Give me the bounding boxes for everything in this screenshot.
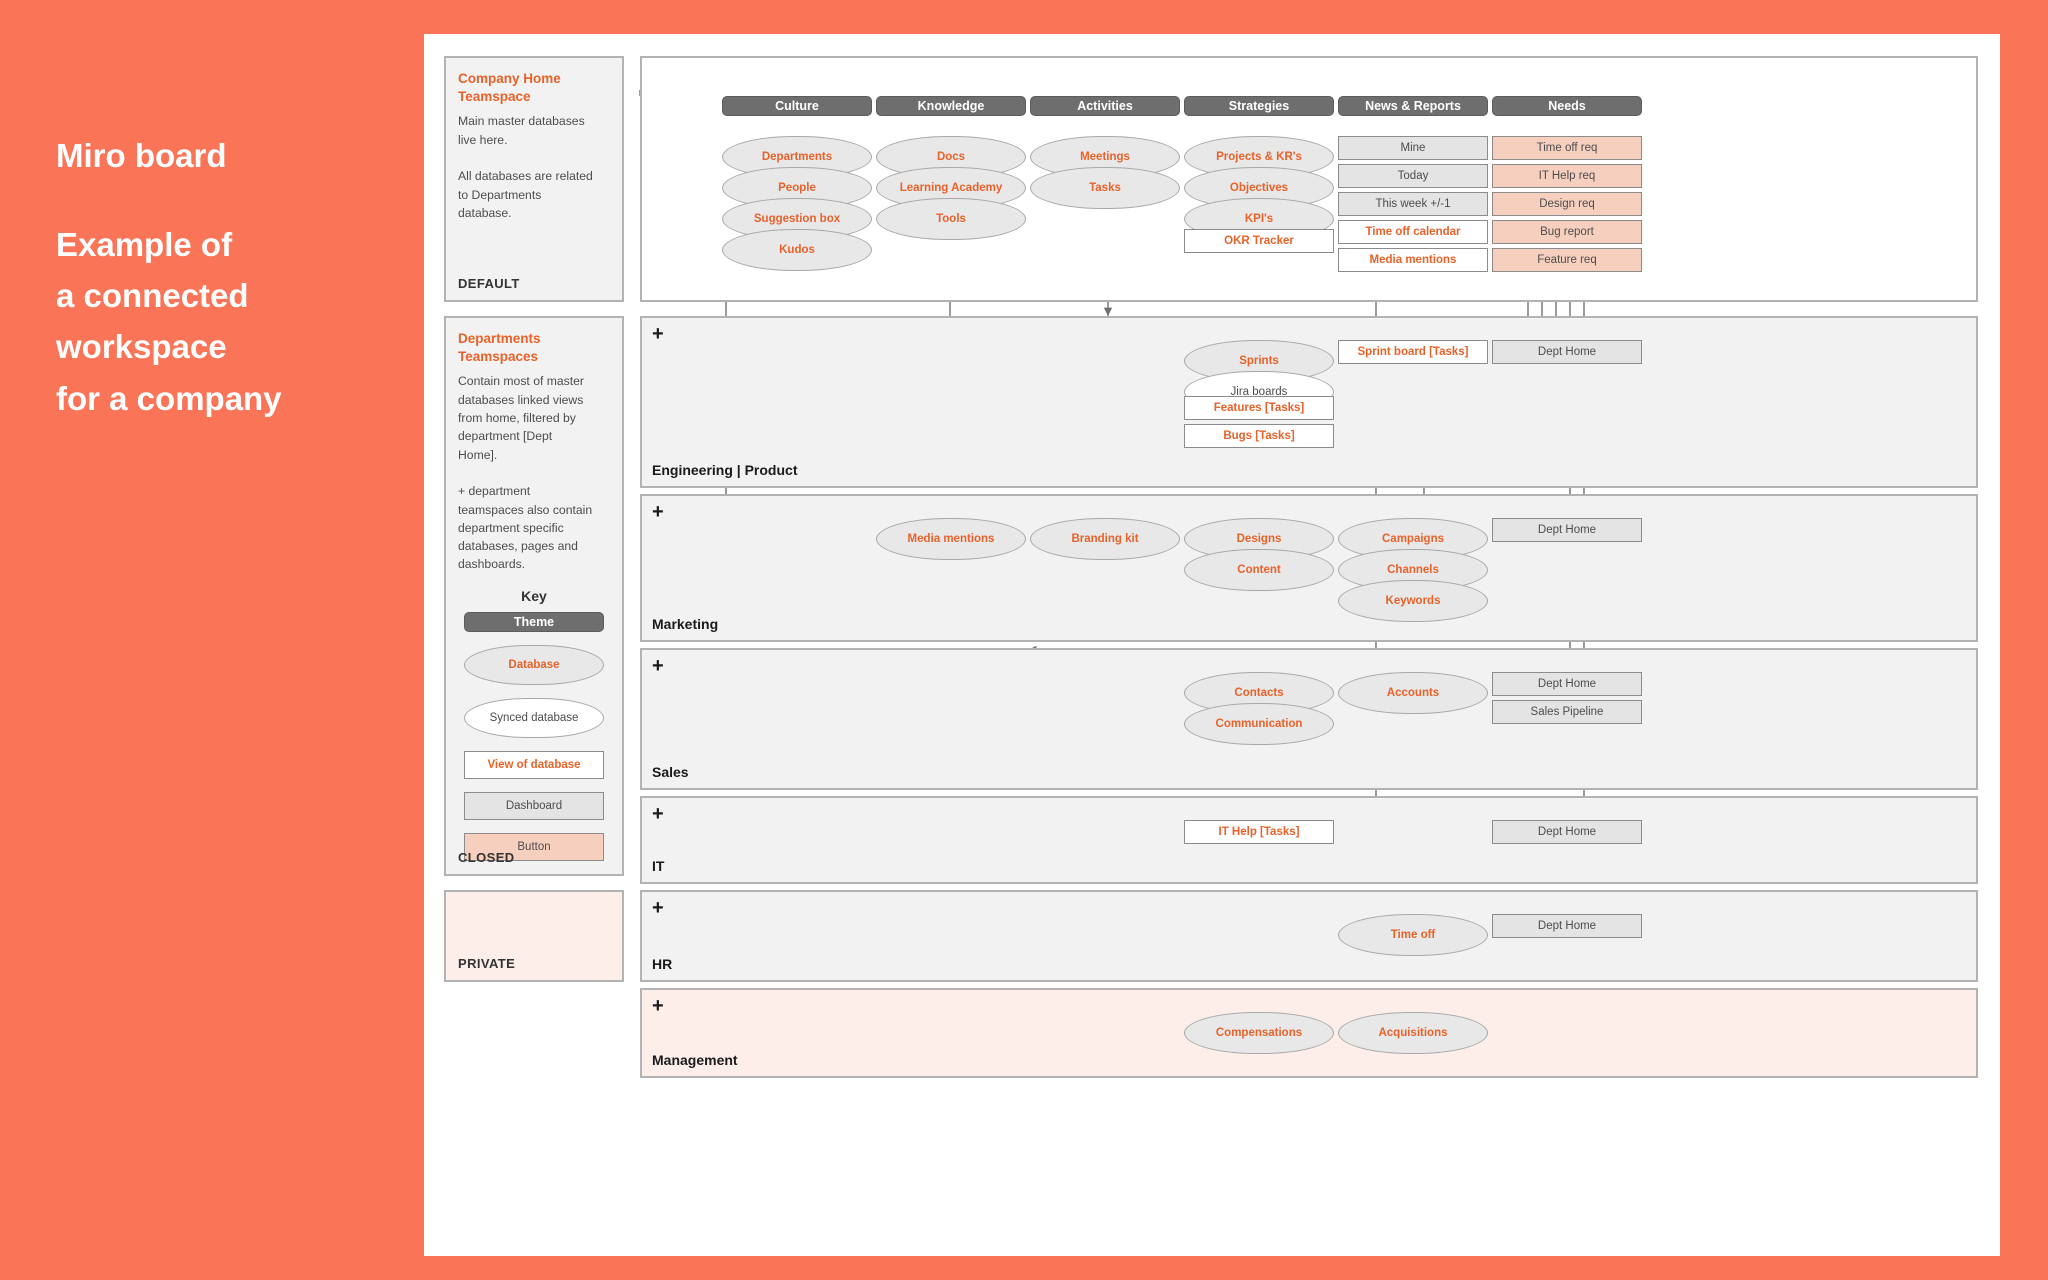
theme-header-3[interactable]: Strategies [1184, 96, 1334, 116]
department-row-label: IT [652, 858, 665, 874]
dept-node-keywords[interactable]: Keywords [1338, 580, 1488, 622]
home-node-tools[interactable]: Tools [876, 198, 1026, 240]
home-node-bug-report[interactable]: Bug report [1492, 220, 1642, 244]
dept-node-time-off[interactable]: Time off [1338, 914, 1488, 956]
key-title: Key [521, 587, 547, 604]
sidebar-card-private: PRIVATE [444, 890, 624, 982]
key-row: View of database [460, 750, 608, 779]
headline-line-2: Example of [56, 226, 233, 264]
home-node-media-mentions[interactable]: Media mentions [1338, 248, 1488, 272]
home-node-this-week-1[interactable]: This week +/-1 [1338, 192, 1488, 216]
dept-node-sprint-board-tasks-[interactable]: Sprint board [Tasks] [1338, 340, 1488, 364]
sidebar-card-title: Departments Teamspaces [458, 331, 541, 365]
department-row-label: Marketing [652, 616, 719, 632]
add-page-button[interactable]: + [652, 501, 664, 523]
headline-spacer [56, 181, 416, 219]
dept-node-communication[interactable]: Communication [1184, 703, 1334, 745]
home-node-okr-tracker[interactable]: OKR Tracker [1184, 229, 1334, 253]
add-page-button[interactable]: + [652, 897, 664, 919]
department-row-label: Management [652, 1052, 738, 1068]
key-swatch-view: View of database [464, 750, 604, 779]
key-swatch-db-synced: Synced database [464, 697, 604, 738]
add-page-button[interactable]: + [652, 995, 664, 1017]
home-node-time-off-req[interactable]: Time off req [1492, 136, 1642, 160]
department-row-it: + IT IT Help [Tasks] Dept Home [640, 796, 1978, 884]
add-page-button[interactable]: + [652, 655, 664, 677]
headline-line-0: Miro board [56, 137, 227, 174]
department-row-label: Sales [652, 764, 689, 780]
dept-node-dept-home[interactable]: Dept Home [1492, 340, 1642, 364]
home-node-today[interactable]: Today [1338, 164, 1488, 188]
dept-node-compensations[interactable]: Compensations [1184, 1012, 1334, 1054]
theme-header-0[interactable]: Culture [722, 96, 872, 116]
sidebar-card-tag: PRIVATE [458, 956, 516, 971]
sidebar-card-tag: CLOSED [458, 850, 515, 865]
theme-header-5[interactable]: Needs [1492, 96, 1642, 116]
sidebar-card-body: Contain most of master databases linked … [458, 374, 593, 572]
department-row-label: Engineering | Product [652, 462, 798, 478]
sidebar-card-title: Company Home Teamspace [458, 71, 561, 105]
dept-node-dept-home[interactable]: Dept Home [1492, 914, 1642, 938]
dept-node-acquisitions[interactable]: Acquisitions [1338, 1012, 1488, 1054]
key-row: Button [460, 832, 608, 861]
dept-node-bugs-tasks-[interactable]: Bugs [Tasks] [1184, 424, 1334, 448]
add-page-button[interactable]: + [652, 803, 664, 825]
headline-line-3: a connected [56, 277, 249, 315]
dept-node-features-tasks-[interactable]: Features [Tasks] [1184, 396, 1334, 420]
home-node-feature-req[interactable]: Feature req [1492, 248, 1642, 272]
theme-header-4[interactable]: News & Reports [1338, 96, 1488, 116]
headline-line-4: workspace [56, 328, 227, 366]
theme-header-2[interactable]: Activities [1030, 96, 1180, 116]
dept-node-media-mentions[interactable]: Media mentions [876, 518, 1026, 560]
home-node-kudos[interactable]: Kudos [722, 229, 872, 271]
add-page-button[interactable]: + [652, 323, 664, 345]
theme-header-1[interactable]: Knowledge [876, 96, 1026, 116]
dept-node-branding-kit[interactable]: Branding kit [1030, 518, 1180, 560]
key-swatch-dash: Dashboard [464, 791, 604, 820]
headline-line-5: for a company [56, 379, 282, 417]
key-swatch-btn: Button [464, 832, 604, 861]
key-swatch-theme: Theme [464, 611, 604, 632]
home-node-time-off-calendar[interactable]: Time off calendar [1338, 220, 1488, 244]
dept-node-it-help-tasks-[interactable]: IT Help [Tasks] [1184, 820, 1334, 844]
key-row: Theme [460, 611, 608, 632]
dept-node-dept-home[interactable]: Dept Home [1492, 518, 1642, 542]
dept-node-dept-home[interactable]: Dept Home [1492, 820, 1642, 844]
dept-node-content[interactable]: Content [1184, 549, 1334, 591]
key-row: Dashboard [460, 791, 608, 820]
key-swatch-db: Database [464, 644, 604, 685]
dept-node-sales-pipeline[interactable]: Sales Pipeline [1492, 700, 1642, 724]
dept-node-accounts[interactable]: Accounts [1338, 672, 1488, 714]
department-row-label: HR [652, 956, 673, 972]
home-node-design-req[interactable]: Design req [1492, 192, 1642, 216]
home-node-tasks[interactable]: Tasks [1030, 167, 1180, 209]
home-node-it-help-req[interactable]: IT Help req [1492, 164, 1642, 188]
sidebar-card-tag: DEFAULT [458, 276, 520, 291]
dept-node-dept-home[interactable]: Dept Home [1492, 672, 1642, 696]
key-row: Database [460, 644, 608, 685]
home-node-mine[interactable]: Mine [1338, 136, 1488, 160]
sidebar-card-body: Main master databases live here. All dat… [458, 114, 593, 220]
key-row: Synced database [460, 697, 608, 738]
